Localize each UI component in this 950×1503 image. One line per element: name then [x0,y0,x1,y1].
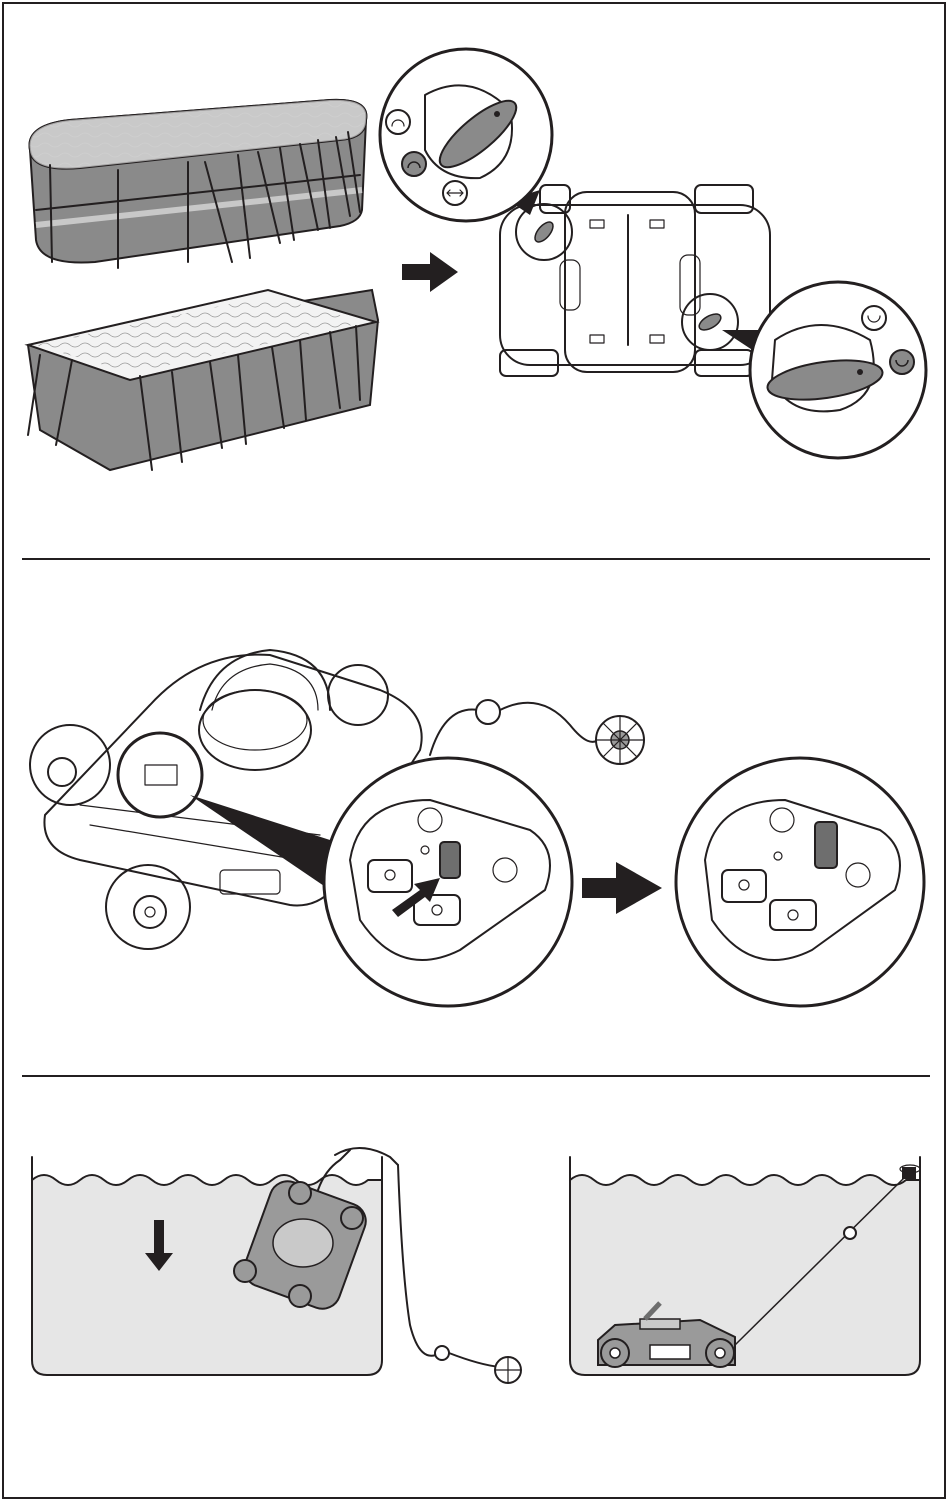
step-submerge [0,1075,950,1503]
counterclockwise-arrow-filled-icon [402,152,426,176]
switch-zoom-off [324,758,572,1006]
clockwise-arrow-filled-icon [890,350,914,374]
oval-pool-illustration [30,100,367,268]
step-wheel-setting [0,0,950,560]
rectangular-pool-illustration [28,290,378,470]
pool-tank-left [32,1148,521,1383]
right-arrow-icon [582,862,662,914]
dial-zoom-left [380,49,552,221]
robot-underside-illustration [500,185,770,376]
pool-tank-right [570,1157,920,1375]
right-arrow-icon [402,252,458,292]
switch-zoom-on [676,758,924,1006]
step-power-switch [0,560,950,1075]
